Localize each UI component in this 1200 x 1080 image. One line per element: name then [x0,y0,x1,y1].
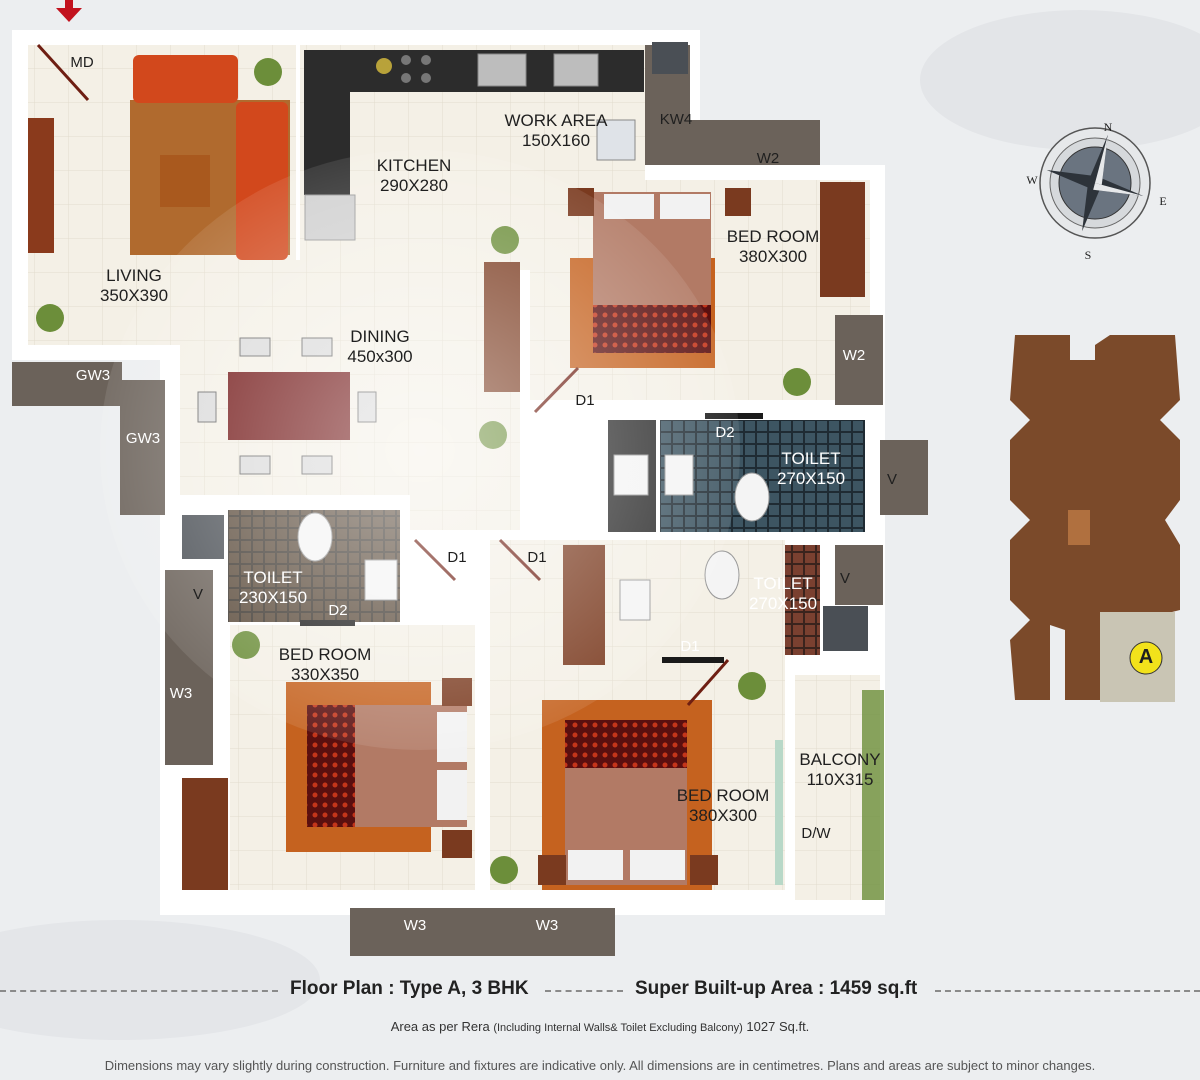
vent-mark-right: V [839,570,850,587]
entry-arrow-icon [56,0,82,22]
window-w2-top: W2 [756,150,780,167]
compass-rose-icon [1039,127,1151,239]
main-door-mark: MD [70,54,94,71]
plan-type-label: Floor Plan : Type A, 3 BHK [290,978,529,999]
window-gw3-b: GW3 [125,430,161,447]
background-decoration [0,10,1200,1040]
caption-dash-left [0,990,278,992]
door-mark-toilet1: D2 [715,424,735,441]
door-mark-toilet2: D2 [328,602,348,619]
window-w2-side: W2 [842,347,866,364]
compass-west: W [1026,173,1038,187]
vent-mark-left: V [192,586,203,603]
door-mark-bed1: D1 [575,392,595,409]
door-mark-a: D1 [447,549,467,566]
caption-dash-mid [545,990,623,992]
kitchen-window-mark: KW4 [659,111,693,128]
key-plan [1010,335,1180,702]
window-gw3-a: GW3 [75,367,111,384]
disclaimer: Dimensions may vary slightly during cons… [104,1058,1096,1073]
caption-dash-right [935,990,1200,992]
door-mark-toilet3: D1 [680,638,700,655]
door-mark-b: D1 [527,549,547,566]
plan-caption: Floor Plan : Type A, 3 BHK Super Built-u… [0,978,1200,1004]
super-area-label: Super Built-up Area : 1459 sq.ft [635,978,918,999]
washing-machine [596,119,636,161]
key-plan-marker: A [1138,646,1154,668]
compass-north: N [1103,120,1113,134]
bedroom-3-furniture [490,545,884,900]
vent-mark-toilet1: V [886,471,897,488]
rera-area-note: Area as per Rera (Including Internal Wal… [390,1019,810,1034]
window-w3-left: W3 [169,685,193,702]
compass-east: E [1159,194,1167,208]
door-window-mark: D/W [801,825,831,842]
window-w3-bottom-2: W3 [535,917,559,934]
compass-south: S [1084,248,1092,262]
window-w3-bottom-1: W3 [403,917,427,934]
